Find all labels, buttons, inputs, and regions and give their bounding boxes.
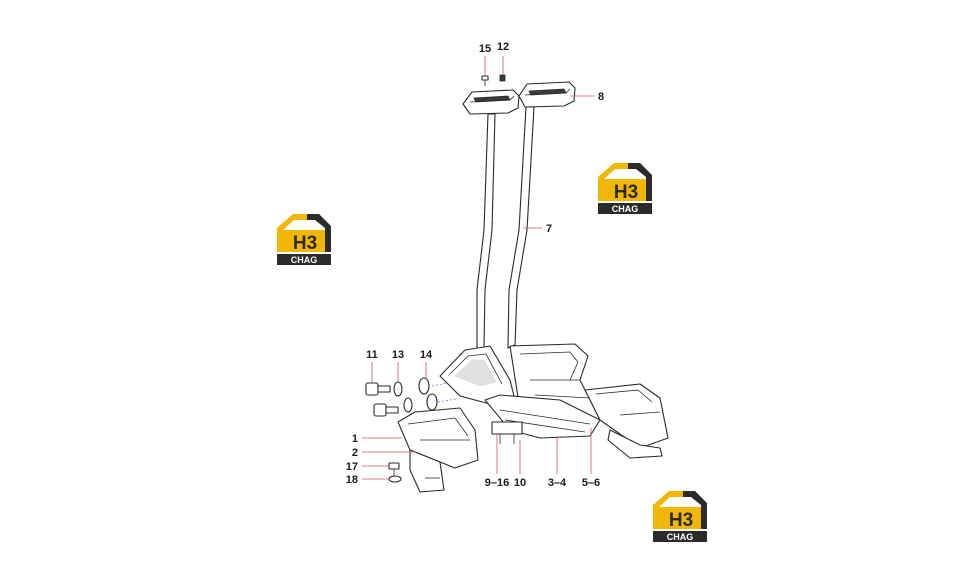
watermark-subtitle: CHAG: [612, 204, 639, 214]
washer-13: [393, 381, 413, 413]
bolt-11-lower: [373, 403, 399, 417]
watermark-letters: H3: [293, 233, 317, 254]
callout-1: 1: [352, 433, 358, 445]
callout-5-6: 5–6: [582, 477, 600, 489]
callout-12: 12: [497, 41, 509, 53]
callout-14: 14: [420, 349, 433, 361]
callout-11: 11: [366, 349, 378, 361]
washer-18: [388, 475, 402, 483]
callout-13: 13: [392, 349, 404, 361]
callout-15: 15: [479, 43, 491, 55]
callout-8: 8: [598, 91, 604, 103]
pedal-rod-left: [476, 113, 496, 353]
accelerator-pedal: [584, 383, 669, 459]
nut-12: [499, 74, 506, 82]
bolt-11-upper: [365, 382, 391, 396]
nut-14: [418, 377, 438, 411]
left-pedal: [397, 407, 479, 493]
watermark-letters: H3: [614, 182, 638, 203]
pivot-bracket: [491, 421, 523, 444]
callout-7: 7: [546, 223, 552, 235]
callout-9-16: 9–16: [485, 477, 509, 489]
watermark-subtitle: CHAG: [291, 255, 318, 265]
screw-15: [481, 75, 489, 86]
handle-grip-left: [462, 89, 520, 115]
callout-10: 10: [514, 477, 526, 489]
callout-2: 2: [352, 447, 358, 459]
watermark-logo: H3 CHAG: [598, 163, 652, 214]
callout-17: 17: [346, 461, 358, 473]
watermark-letters: H3: [669, 510, 693, 531]
watermark-subtitle: CHAG: [667, 532, 694, 542]
pedal-rod-right: [507, 106, 535, 349]
callout-3-4: 3–4: [548, 477, 567, 489]
watermark-logo: H3 CHAG: [277, 214, 331, 265]
callout-18: 18: [346, 474, 358, 486]
watermark-logo: H3 CHAG: [653, 491, 707, 542]
handle-grip-right: [518, 81, 576, 108]
